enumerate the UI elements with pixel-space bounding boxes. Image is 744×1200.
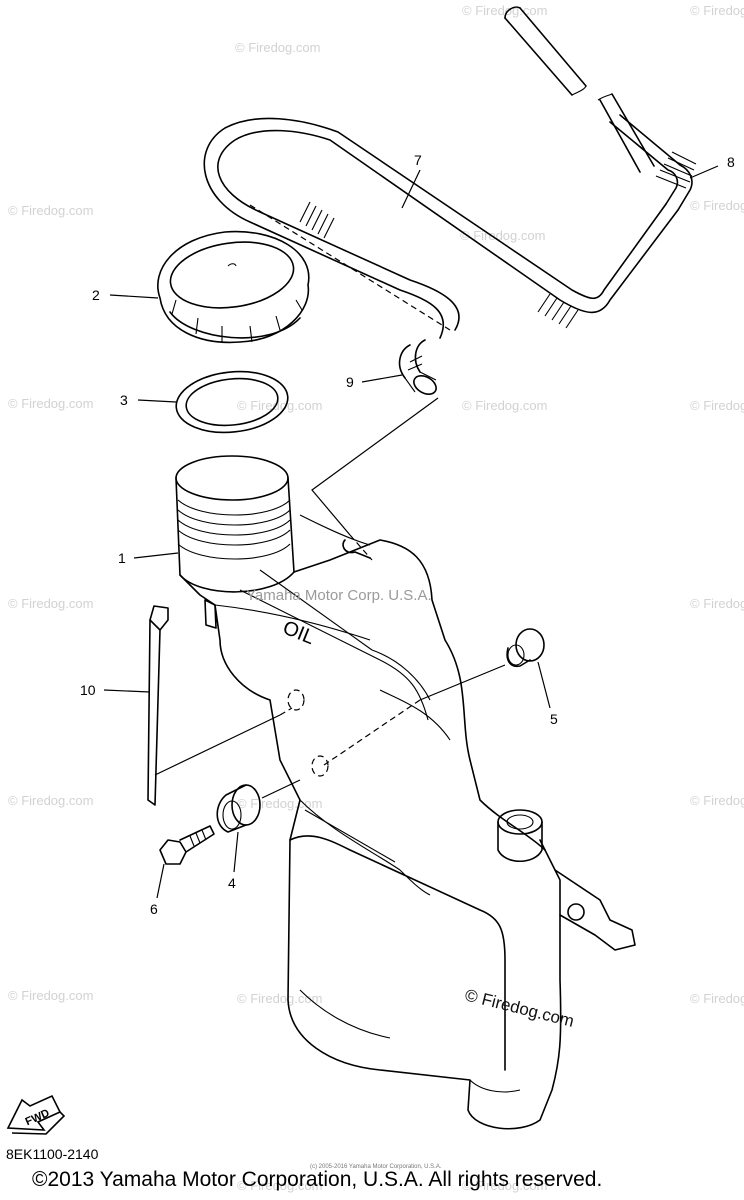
watermark: © Firedog.com	[8, 988, 93, 1003]
watermark: © Firedog.com	[690, 793, 744, 808]
bolt-6	[159, 825, 215, 865]
callout-3: 3	[120, 392, 128, 408]
watermark: © Firedog.com	[8, 596, 93, 611]
fine-print: (c) 2005-2016 Yamaha Motor Corporation, …	[310, 1164, 442, 1170]
o-ring-gasket	[175, 370, 289, 434]
leader-lines	[103, 165, 719, 899]
watermark: © Firedog.com	[237, 398, 322, 413]
callout-6: 6	[150, 901, 158, 917]
watermark: © Firedog.com	[237, 1178, 322, 1193]
oil-tank-cap	[157, 230, 310, 344]
callout-8: 8	[727, 154, 735, 170]
callout-9: 9	[346, 374, 354, 390]
watermark: © Firedog.com	[235, 40, 320, 55]
callout-5: 5	[550, 711, 558, 727]
callout-1: 1	[118, 550, 126, 566]
tank-oil-marking: OIL	[280, 617, 318, 649]
callout-2: 2	[92, 287, 100, 303]
rubber-damper-4	[216, 784, 261, 833]
watermark: © Firedog.com	[462, 1178, 547, 1193]
callout-10: 10	[80, 682, 96, 698]
callout-7: 7	[414, 152, 422, 168]
watermark-layer: © Firedog.com © Firedog.com © Firedog.co…	[8, 3, 744, 1193]
watermark: © Firedog.com	[8, 396, 93, 411]
watermark: © Firedog.com	[237, 796, 322, 811]
watermark: © Firedog.com	[690, 398, 744, 413]
watermark: © Firedog.com	[237, 991, 322, 1006]
watermark: © Firedog.com	[690, 596, 744, 611]
watermark: © Firedog.com	[690, 991, 744, 1006]
watermark-lower: © Firedog.com	[463, 985, 576, 1030]
watermark: © Firedog.com	[8, 793, 93, 808]
fwd-arrow-badge: FWD	[6, 1094, 66, 1135]
hose-band	[299, 201, 335, 239]
callout-4: 4	[228, 875, 236, 891]
watermark: © Firedog.com	[460, 228, 545, 243]
watermark: © Firedog.com	[462, 398, 547, 413]
watermark: © Firedog.com	[690, 3, 744, 18]
copyright-notice: ©2013 Yamaha Motor Corporation, U.S.A. A…	[32, 1168, 603, 1191]
oil-tank: OIL	[175, 455, 636, 1130]
grommet-5	[506, 628, 545, 668]
watermark: © Firedog.com	[690, 198, 744, 213]
elbow-joint-9	[398, 339, 437, 395]
diagram-code: 8EK1100-2140	[6, 1146, 99, 1162]
hose-band	[537, 293, 579, 329]
cable-tie-10	[147, 605, 169, 806]
hose-clip-8	[655, 151, 697, 189]
breather-hose	[203, 6, 697, 395]
watermark-center: Yamaha Motor Corp. U.S.A.	[246, 587, 432, 604]
watermark: © Firedog.com	[8, 203, 93, 218]
assembly-guide-lines	[154, 397, 506, 799]
